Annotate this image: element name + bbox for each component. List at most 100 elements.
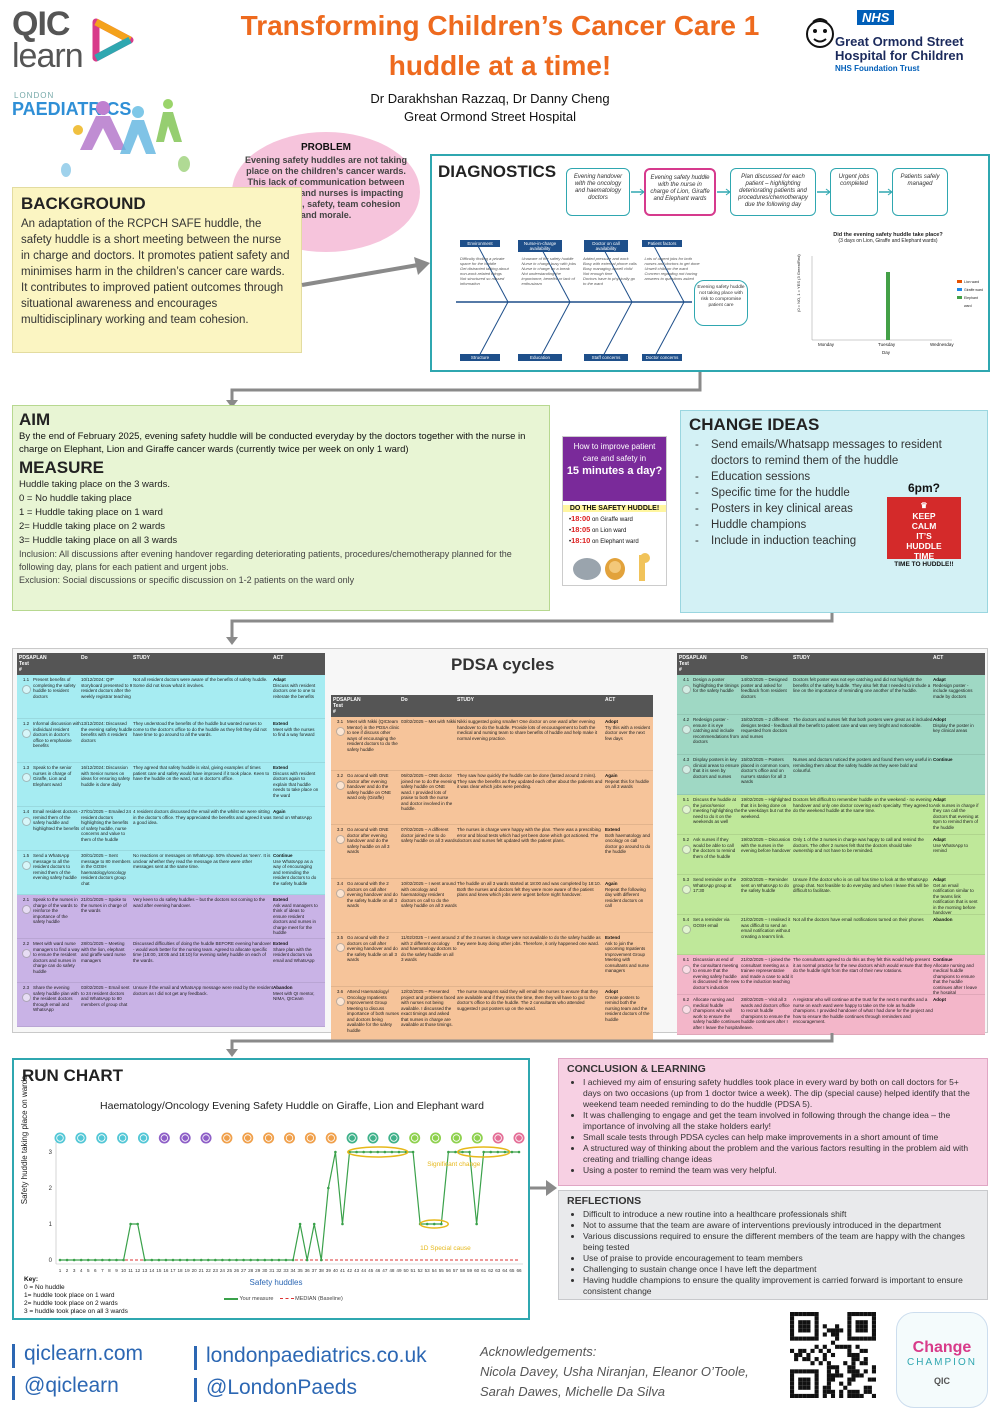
pdsa-plan: Present benefits of completing the safet…: [33, 677, 76, 699]
x-tick-label: 41: [340, 1268, 346, 1273]
x-tick-label: 20: [192, 1268, 198, 1273]
pdsa-marker: [450, 1132, 462, 1144]
pdsa-act: Extend: [273, 897, 289, 902]
pdsa-marker: [304, 1132, 316, 1144]
pdsa-cycle-icon: [21, 948, 31, 958]
howto-times: •18:00 on Giraffe ward •18:05 on Lion wa…: [569, 514, 639, 545]
reflection-item: Use of praise to provide encouragement t…: [583, 1253, 979, 1264]
flow-step-1: Evening handover with the oncology and h…: [566, 168, 630, 216]
data-point: [468, 1150, 471, 1154]
x-tick-label: 10: [121, 1268, 127, 1273]
pdsa-plan: Meet with ward nurse managers to find a …: [33, 941, 80, 974]
pdsa-study: Doctors felt poster was not eye catching…: [793, 677, 931, 693]
poster-line: TIME: [913, 551, 935, 561]
pdsa-header-cell: Do: [81, 655, 88, 661]
measure-title: MEASURE: [19, 458, 105, 477]
pdsa-study: 2 of the 3 nurses in charge were not ava…: [457, 935, 601, 946]
change-champion-badge: Change CHAMPION QIC: [896, 1312, 988, 1408]
reflection-item: Challenging to sustain change once I hav…: [583, 1264, 979, 1275]
pdsa-act-note: Get an email notification similar to the…: [933, 882, 978, 915]
arrow-icon: [301, 257, 430, 287]
pdsa-study: Doctors felt difficult to remember huddl…: [793, 797, 933, 813]
pdsa-do: 13/12/2024: Discussed the evening safety…: [81, 721, 133, 743]
x-tick-label: 59: [467, 1268, 473, 1273]
pdsa-act-note: Ask nurses in charge if they can call th…: [933, 802, 979, 830]
x-tick-label: 25: [227, 1268, 233, 1273]
reflections-title: REFLECTIONS: [567, 1195, 642, 1207]
x-tick-label: 62: [488, 1268, 494, 1273]
pdsa-act: Again: [273, 809, 286, 814]
pdsa-header-cell: PDSA Test #: [19, 655, 33, 673]
x-tick-label: 15: [156, 1268, 162, 1273]
londonpaediatrics-link[interactable]: londonpaediatrics.co.uk: [206, 1344, 427, 1367]
qiclearn-handle-link[interactable]: @qiclearn: [24, 1374, 119, 1397]
pdsa-header-cell: STUDY: [793, 655, 810, 661]
pdsa-act: Adopt: [933, 717, 946, 722]
pdsa-study: Very keen to do safety huddles – but the…: [133, 897, 266, 908]
reflections-section: REFLECTIONS Difficult to introduce a new…: [558, 1190, 988, 1300]
problem-text: Evening safety huddles are not taking pl…: [244, 155, 408, 220]
pdsa-marker: [179, 1132, 191, 1144]
mini-chart-cat: Tuesday: [878, 342, 896, 347]
measure-line: 2= Huddle taking place on 2 wards: [19, 521, 166, 532]
pdsa-id: 5.2: [682, 837, 690, 842]
pdsa-id: 3.1: [336, 719, 344, 724]
pdsa-cycle-icon: [21, 772, 31, 782]
pdsa-do: 19/02/2025 – Discussion with the nurses …: [741, 837, 791, 853]
pdsa-id: 1.4: [22, 809, 30, 814]
data-point: [284, 1258, 288, 1262]
fish-head: Evening safety huddle not taking place w…: [694, 280, 748, 326]
chart-key: Key: 0 = No huddle 1= huddle took place …: [24, 1276, 128, 1316]
keep-calm-poster: 6pm? ♛ KEEP CALM IT’S HUDDLE TIME TIME T…: [883, 481, 965, 595]
pdsa-marker: [242, 1132, 254, 1144]
pdsa-cycle-icon: [681, 804, 691, 814]
mini-chart-plot: [811, 256, 962, 341]
pdsa-header-cell: PLAN: [33, 655, 47, 661]
pdsa-act-note: Create posters to remind both the nursin…: [605, 994, 650, 1022]
pdsa-study: Nikki suggested going smaller! One docto…: [457, 719, 598, 741]
pdsa-title: PDSA cycles: [451, 655, 555, 674]
exclusion-text: Exclusion: Social discussions or specifi…: [19, 575, 355, 585]
pdsa-do: 28/01/2025 – Meeting with the lion, elep…: [81, 941, 126, 963]
pdsa-plan: Go around with the 2 doctors on call aft…: [347, 935, 398, 962]
pdsa-plan: Ask nurses if they would be able to call…: [693, 837, 736, 859]
huddle-times-poster: How to improve patient care and safety i…: [562, 436, 667, 586]
children-figures-icon: [61, 99, 190, 177]
x-tick-label: 18: [177, 1268, 183, 1273]
conclusion-item: Using a poster to remind the team was ve…: [583, 1165, 979, 1176]
pdsa-act: Adapt: [933, 677, 946, 682]
pdsa-header-cell: Do: [401, 697, 408, 703]
x-tick-label: 12: [135, 1268, 141, 1273]
londonpaeds-handle-link[interactable]: @LondonPaeds: [206, 1376, 357, 1399]
pdsa-do: 03/02/2025 – Met with Nikki: [401, 719, 457, 724]
data-point: [72, 1258, 76, 1262]
pdsa-study: Unsure if the doctor who is on call has …: [793, 877, 929, 893]
x-tick-label: 7: [101, 1268, 104, 1273]
data-point: [390, 1150, 394, 1154]
arrow-icon: [530, 1180, 557, 1196]
pdsa-do: 15/02/2025 – 2 different designs tested …: [741, 717, 793, 739]
pdsa-cycle-icon: [335, 834, 345, 844]
qr-code-icon[interactable]: [790, 1312, 876, 1398]
pdsa-plan: Speak to the senior nurses in charge of …: [33, 765, 72, 787]
pdsa-plan: Design a poster highlighting the timings…: [693, 677, 739, 693]
pdsa-id: 1.5: [22, 853, 30, 858]
pdsa-do: 21/02/2025 – I joined the consultant mee…: [741, 957, 793, 984]
pdsa-study: Only 1 of the 3 nurses in charge was hap…: [793, 837, 924, 853]
change-ideas-title: CHANGE IDEAS: [689, 415, 820, 434]
fish-cat-bottom-2: Education: [518, 354, 562, 361]
pdsa-act-note: Share plan with the resident doctors via…: [273, 946, 315, 963]
pdsa-cycle-icon: [21, 728, 31, 738]
pdsa-marker: [492, 1132, 504, 1144]
measure-line: 3= Huddle taking place on all 3 wards: [19, 535, 178, 546]
data-point: [143, 1258, 147, 1262]
pdsa-act: Extend: [273, 765, 289, 770]
x-tick-label: 63: [495, 1268, 501, 1273]
pdsa-act-note: Discuss with resident doctors again to e…: [273, 770, 319, 798]
reflection-item: Having huddle champions to ensure the qu…: [583, 1275, 979, 1297]
pdsa-plan: Set a reminder via GOSH email: [693, 917, 730, 928]
qiclearn-link[interactable]: qiclearn.com: [24, 1342, 144, 1365]
